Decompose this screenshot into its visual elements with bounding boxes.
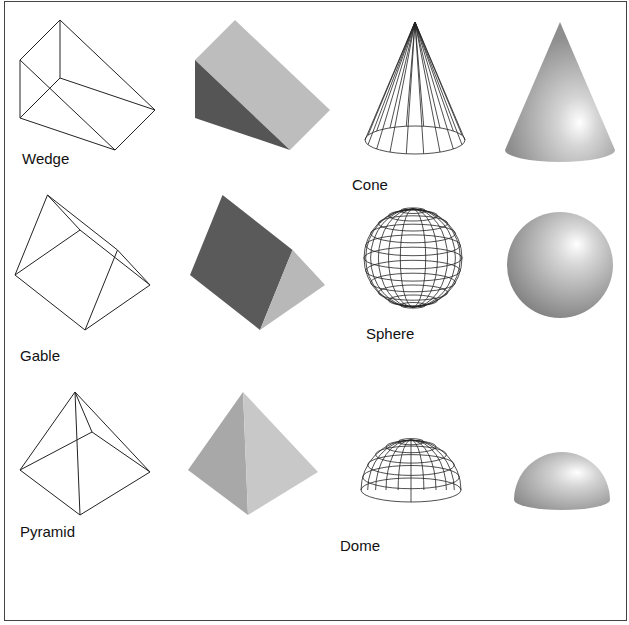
shaded-face	[195, 20, 330, 150]
shaded-face	[195, 60, 290, 150]
shape-name: Dome	[340, 537, 380, 555]
shaded-face	[260, 250, 325, 330]
wireframe-edges	[361, 439, 461, 502]
sphere-shaded	[507, 212, 613, 318]
shape-name: Cone	[352, 176, 388, 194]
gable-shaded	[190, 195, 325, 330]
dome-shaded	[514, 452, 610, 510]
wedge-shaded	[195, 20, 330, 150]
dome-wireframe	[361, 439, 461, 502]
shape-name: Pyramid	[20, 523, 75, 541]
shape-name: Sphere	[366, 325, 414, 343]
shape-name: Gable	[20, 347, 60, 365]
wireframe-edges	[364, 208, 462, 308]
cone-wireframe	[365, 22, 465, 154]
frame-border	[5, 2, 627, 621]
wireframe-edges	[365, 22, 465, 154]
cone-shaded	[505, 22, 615, 162]
wireframe-edges	[15, 195, 150, 330]
wireframe-edges	[20, 392, 150, 515]
shaded-face	[188, 392, 248, 515]
shaded-face	[243, 392, 318, 515]
wireframe-edges	[20, 20, 155, 150]
shape-name: Wedge	[22, 150, 69, 168]
sphere-wireframe	[364, 208, 462, 308]
gable-wireframe	[15, 195, 150, 330]
pyramid-shaded	[188, 392, 318, 515]
pyramid-wireframe	[20, 392, 150, 515]
wedge-wireframe	[20, 20, 155, 150]
